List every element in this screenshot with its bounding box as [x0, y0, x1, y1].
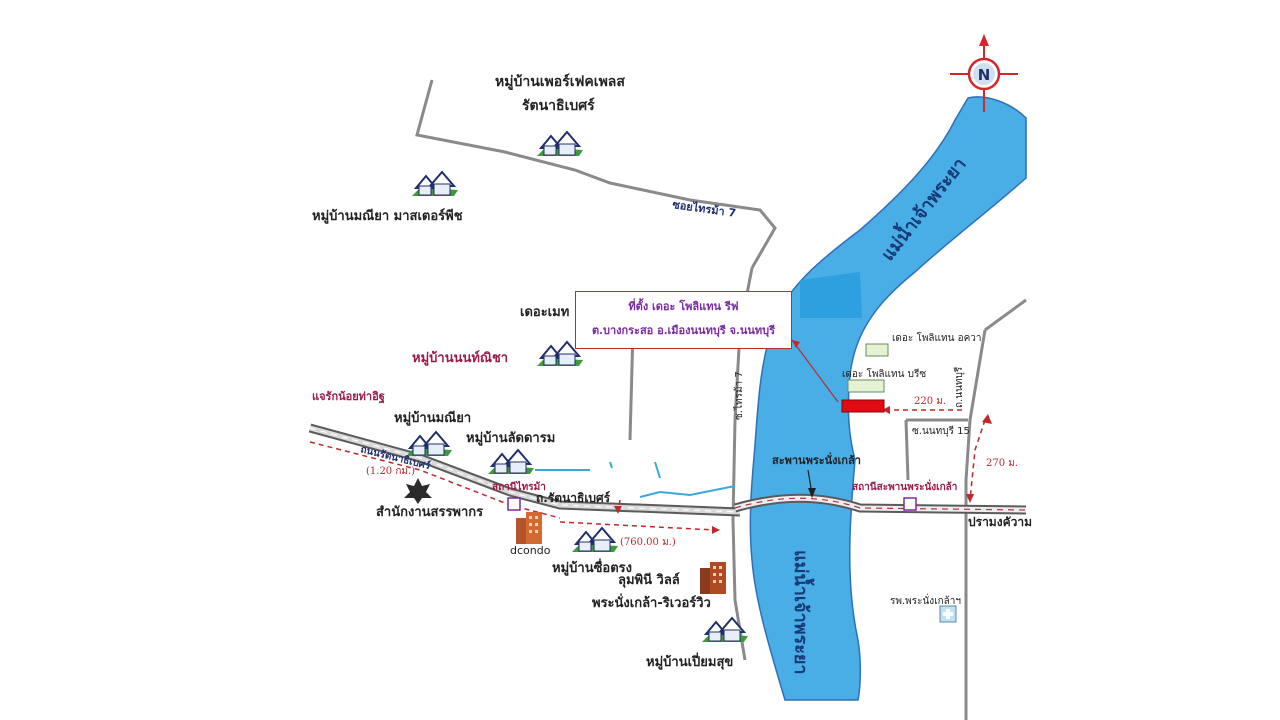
label-piamsuk: หมู่บ้านเปี่ยมสุข: [646, 652, 733, 670]
house-icon: [412, 170, 458, 196]
label-nonthaburi-road: ถ.นนทบุรี: [953, 366, 965, 408]
label-maneeya-master: หมู่บ้านมณียา มาสเตอร์พีช: [312, 208, 463, 224]
label-lumpini-1: ลุมพินี วิลล์: [618, 572, 680, 588]
canal: [535, 461, 736, 498]
house-icon: [488, 448, 534, 474]
road-north-loop: [415, 79, 777, 269]
label-soi-15: ซ.นนทบุรี 15: [912, 425, 970, 437]
label-polytan-breeze: เดอะ โพลิแทน บรีซ: [842, 367, 926, 380]
house-icon: [702, 616, 748, 642]
label-pramuan: ปรามงคัวาม: [968, 515, 1032, 529]
distance-220m: 220 ม.: [914, 396, 946, 407]
label-revenue-office: สำนักงานสรรพากร: [376, 504, 483, 520]
revenue-office-emblem-icon: [404, 478, 432, 504]
building-icon: [516, 512, 542, 544]
village-icons: [406, 130, 748, 642]
label-station-saima: สถานีไทรม้า: [492, 480, 546, 493]
label-pharmacy-left: แจรักน้อยท่าอิฐ: [312, 390, 385, 404]
polytan-aqua-block: [865, 343, 889, 357]
label-suetrong: หมู่บ้านซื่อตรง: [552, 558, 632, 576]
station-markers: [507, 497, 917, 511]
callout-pointer: [791, 339, 839, 403]
label-polytan-aqua: เดอะ โพลิแทน อควา: [892, 331, 982, 344]
chao-phraya-river: [749, 96, 1027, 701]
hospital-icon: [939, 605, 957, 623]
route-arrows: [614, 406, 992, 534]
callout-line-2: ต.บางกระสอ อ.เมืองนนทบุรี จ.นนทบุรี: [591, 324, 776, 337]
road-soi15: [904, 419, 910, 481]
label-village-top-sub: รัตนาธิเบศร์: [522, 97, 595, 114]
label-nonnicha: หมู่บ้านนนท์ณิชา: [412, 350, 508, 366]
label-rattanathibet: ถ.รัตนาธิเบศร์: [536, 491, 611, 505]
building-icon: [700, 562, 726, 594]
compass-letter: N: [978, 66, 991, 84]
distance-760m: (760.00 ม.): [620, 537, 676, 548]
label-lattaram: หมู่บ้านลัดดารม: [466, 430, 555, 446]
label-lumpini-2: พระนั่งเกล้า-ริเวอร์วิว: [592, 593, 711, 611]
label-bridge: สะพานพระนั่งเกล้า: [772, 452, 861, 467]
polytan-breeze-block: [847, 379, 885, 393]
north-arrow-icon: N: [950, 34, 1018, 112]
label-hospital: รพ.พระนั่งเกล้าฯ: [890, 593, 961, 607]
distance-270m: 270 ม.: [986, 458, 1018, 469]
project-location-callout: ที่ตั้ง เดอะ โพลิแทน รีฟ ต.บางกระสอ อ.เม…: [575, 291, 792, 349]
label-maneeya: หมู่บ้านมณียา: [394, 410, 471, 426]
house-icon: [406, 430, 452, 456]
house-icon: [537, 340, 583, 366]
road-ne-diagonal: [984, 298, 1027, 332]
house-icon: [537, 130, 583, 156]
station-icon: [903, 497, 917, 511]
label-soi-saima7-vert: ซ.ไทรม้า 7: [733, 371, 745, 420]
distance-120km: (1.20 กม.): [366, 466, 415, 477]
road-right-vertical: [964, 329, 987, 720]
polytan-rive-site: [841, 399, 885, 413]
station-icon: [507, 497, 521, 511]
project-buildings: [841, 343, 889, 413]
label-dcondo: dcondo: [510, 544, 551, 557]
label-the-metro: เดอะเมท: [520, 305, 569, 320]
label-village-top: หมู่บ้านเพอร์เฟคเพลส: [495, 73, 625, 90]
river-inlet: [800, 272, 862, 318]
house-icon: [572, 526, 618, 552]
label-station-pnk: สถานีสะพานพระนั่งเกล้า: [852, 479, 957, 493]
label-soi-saima7-top: ซอยไทรม้า 7: [672, 197, 737, 220]
condo-icons: [516, 512, 726, 594]
callout-line-1: ที่ตั้ง เดอะ โพลิแทน รีฟ: [628, 300, 739, 313]
river-label-south: แม่น้ำเจ้าพระยา: [790, 550, 815, 675]
